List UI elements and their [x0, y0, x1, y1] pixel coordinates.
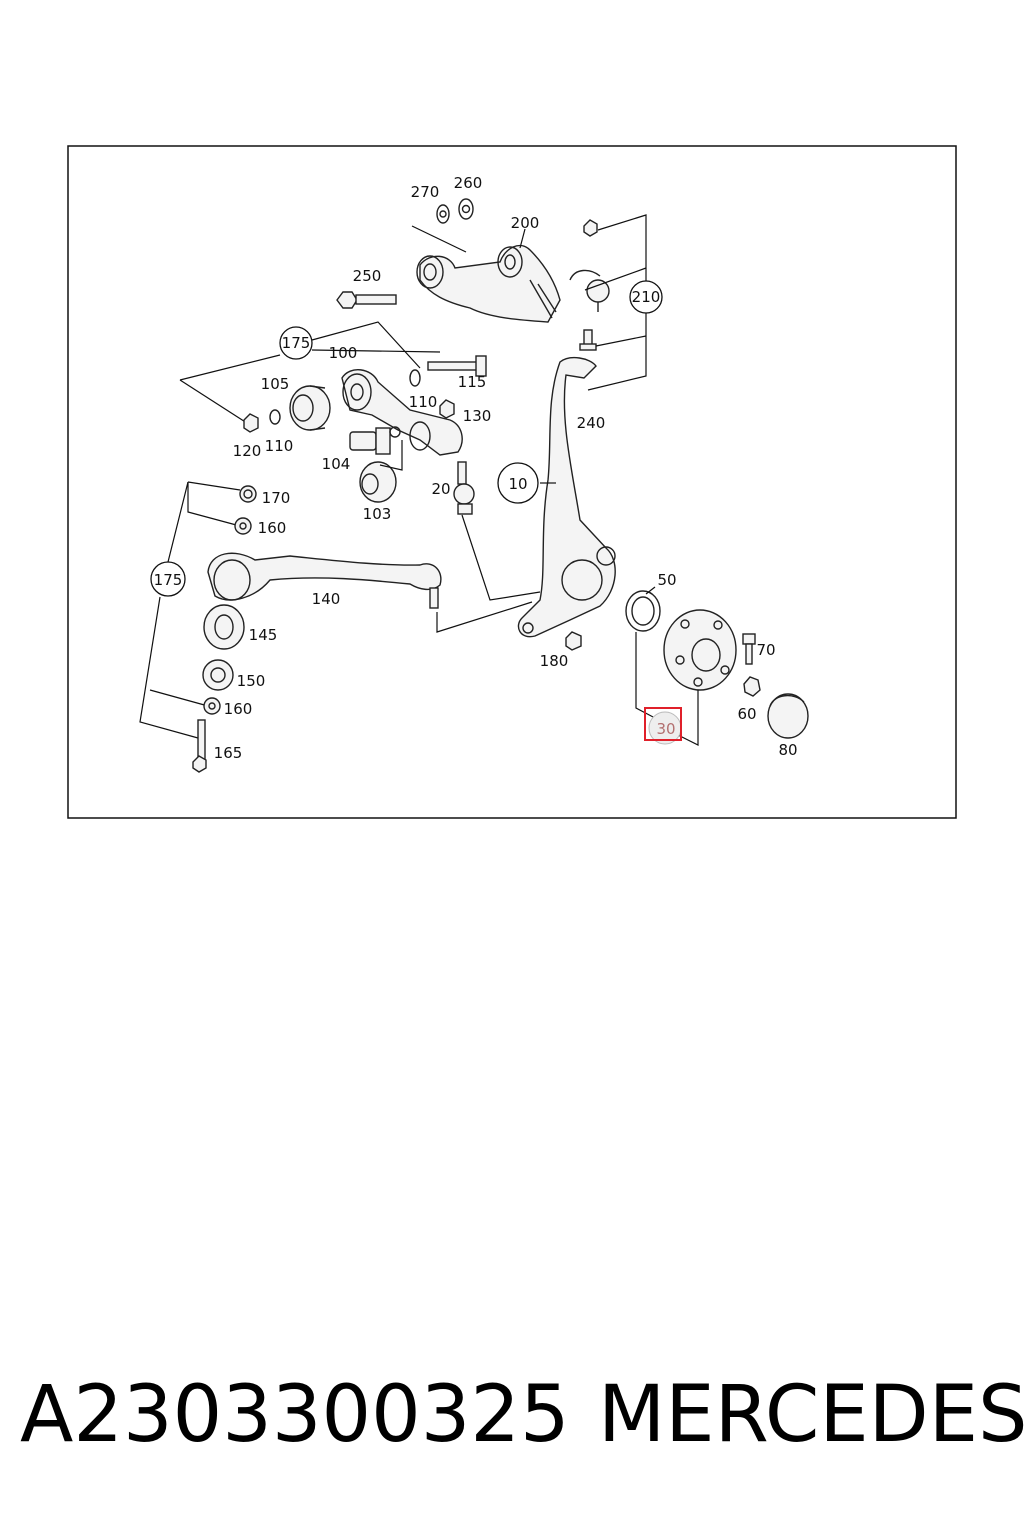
- label-270: 270: [411, 183, 440, 201]
- label-110-lower: 110: [265, 437, 294, 455]
- washer-160-lower: [203, 697, 221, 715]
- diagram-canvas: 270 260 200 250 210 175 100 115 105 110 …: [67, 145, 957, 819]
- nut-60: [743, 676, 761, 697]
- bolt-165: [192, 719, 207, 773]
- upper-control-arm-200: [416, 244, 561, 323]
- bushing-105: [289, 385, 331, 431]
- label-130: 130: [463, 407, 492, 425]
- bushing-145: [203, 604, 245, 650]
- leader-50: [645, 586, 656, 595]
- leader-175b-lower: [139, 596, 199, 739]
- leader-175b-mid: [187, 482, 241, 527]
- label-140: 140: [312, 590, 341, 608]
- steering-knuckle-10: [517, 356, 616, 638]
- label-20: 20: [431, 480, 450, 498]
- nut-120: [243, 413, 259, 433]
- leader-175a-right: [311, 321, 421, 369]
- label-260: 260: [454, 174, 483, 192]
- label-104: 104: [322, 455, 351, 473]
- label-70: 70: [756, 641, 775, 659]
- label-165: 165: [214, 744, 243, 762]
- label-150: 150: [237, 672, 266, 690]
- label-175-lower: 175: [154, 571, 183, 589]
- leader-175b-top: [187, 481, 241, 491]
- washer-160-upper: [234, 517, 252, 535]
- label-50: 50: [657, 571, 676, 589]
- label-200: 200: [511, 214, 540, 232]
- bushing-104: [349, 426, 401, 455]
- label-120: 120: [233, 442, 262, 460]
- washer-110-upper: [409, 369, 421, 387]
- leader-210-low: [595, 335, 647, 347]
- nut-top-210: [583, 219, 598, 237]
- bushing-150: [202, 659, 234, 691]
- bushing-103: [359, 461, 397, 503]
- label-160-upper: 160: [258, 519, 287, 537]
- leader-200: [519, 228, 526, 249]
- nut-170: [239, 485, 257, 503]
- leader-103: [379, 440, 403, 471]
- part-number: A2303300325: [20, 1370, 570, 1460]
- label-170: 170: [262, 489, 291, 507]
- leader-20: [461, 514, 541, 601]
- callout-circle-175b: [150, 561, 186, 597]
- leader-175b-upper: [167, 481, 189, 563]
- leader-175a-right2: [311, 349, 441, 353]
- label-240: 240: [577, 414, 606, 432]
- washer-270: [436, 204, 450, 224]
- parts-diagram: 270 260 200 250 210 175 100 115 105 110 …: [67, 145, 957, 819]
- washer-260: [458, 198, 474, 220]
- callout-circle-175a: [279, 326, 313, 360]
- label-103: 103: [363, 505, 392, 523]
- callout-circle-10: [497, 462, 539, 504]
- leader-175b-lower2: [149, 689, 209, 707]
- label-100: 100: [329, 344, 358, 362]
- leader-30-left: [635, 632, 656, 719]
- highlight-box-30: [644, 707, 682, 741]
- hub-cap-80: [767, 693, 809, 739]
- label-80: 80: [778, 741, 797, 759]
- wheel-hub-30: [663, 609, 737, 691]
- bolt-115: [427, 355, 487, 377]
- caption-bar: A2303300325 MERCEDES: [0, 1370, 1024, 1480]
- leader-270-260: [411, 225, 467, 253]
- washer-110-lower: [269, 409, 281, 425]
- brand-name: MERCEDES: [598, 1370, 1024, 1460]
- bolt-small-210: [579, 329, 597, 351]
- label-180: 180: [540, 652, 569, 670]
- leader-140: [436, 601, 533, 633]
- label-30: 30: [656, 720, 675, 738]
- label-175-upper: 175: [282, 334, 311, 352]
- label-115: 115: [458, 373, 487, 391]
- callout-circle-210: [629, 280, 663, 314]
- lower-control-arm-140: [207, 552, 442, 609]
- label-160-lower: 160: [224, 700, 253, 718]
- nut-130: [439, 399, 455, 419]
- bolt-250: [336, 291, 397, 309]
- leader-30-right: [675, 690, 699, 746]
- label-105: 105: [261, 375, 290, 393]
- label-110-upper: 110: [409, 393, 438, 411]
- seal-ring-50: [625, 590, 661, 632]
- lower-arm-100: [341, 369, 463, 456]
- nut-180: [565, 631, 582, 651]
- bolt-70: [742, 633, 756, 665]
- leader-175a-left: [179, 354, 281, 381]
- upper-ball-joint: [569, 269, 610, 312]
- leader-175a-left2: [179, 379, 251, 426]
- label-60: 60: [737, 705, 756, 723]
- ball-joint-20: [453, 461, 475, 515]
- label-250: 250: [353, 267, 382, 285]
- label-145: 145: [249, 626, 278, 644]
- label-210: 210: [632, 288, 661, 306]
- label-10: 10: [508, 475, 527, 493]
- leader-210-mid: [584, 267, 647, 291]
